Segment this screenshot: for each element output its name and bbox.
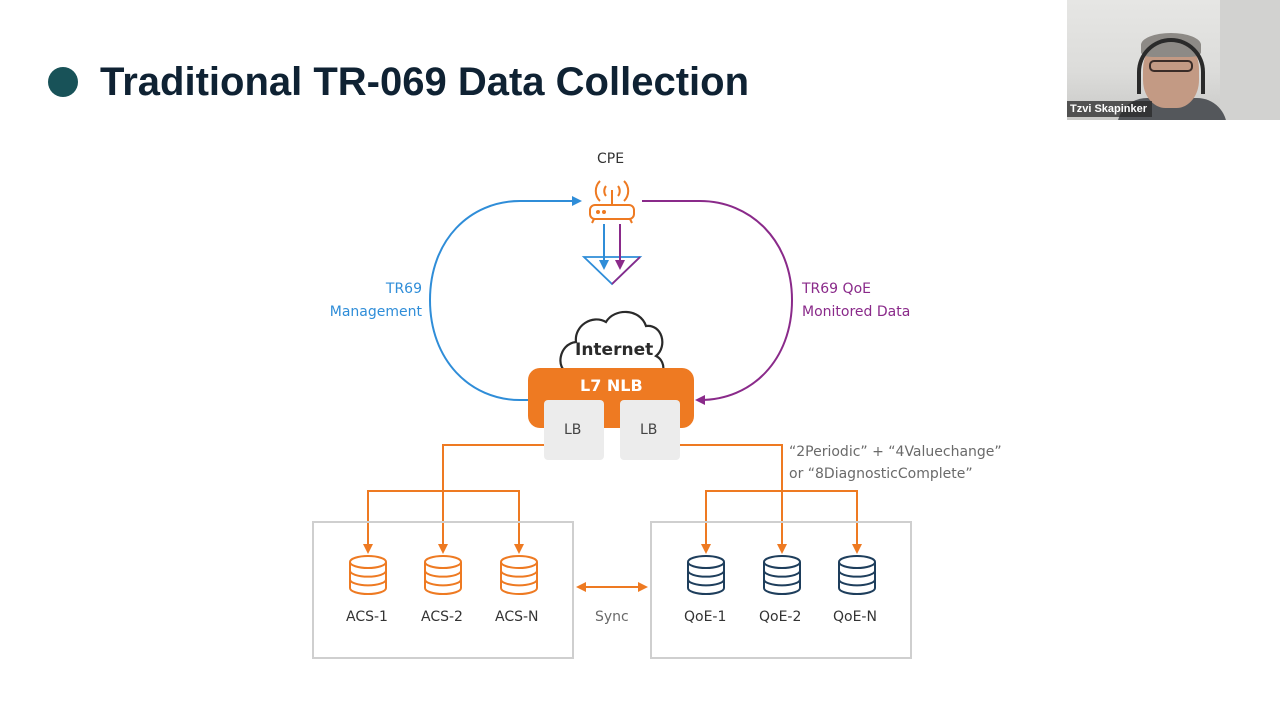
qoe-label-line2: Monitored Data bbox=[802, 304, 911, 320]
cloud-icon bbox=[559, 310, 665, 384]
qoe-node-label: QoE-2 bbox=[759, 609, 802, 625]
qoe-database-icon bbox=[687, 555, 725, 595]
event-note-line2: or “8DiagnosticComplete” bbox=[789, 466, 973, 482]
acs-group-box bbox=[312, 521, 574, 659]
management-label-line2: Management bbox=[329, 304, 422, 320]
qoe-node-label: QoE-N bbox=[833, 609, 877, 625]
acs-database-icon bbox=[500, 555, 538, 595]
participant-name: Tzvi Skapinker bbox=[1067, 101, 1153, 117]
qoe-database-icon bbox=[763, 555, 801, 595]
qoe-group-box bbox=[650, 521, 912, 659]
qoe-label-line1: TR69 QoE bbox=[802, 281, 871, 297]
acs-node-label: ACS-2 bbox=[421, 609, 463, 625]
nlb-label: L7 NLB bbox=[580, 376, 643, 395]
cpe-label: CPE bbox=[597, 151, 625, 167]
lb-right-label: LB bbox=[640, 422, 658, 438]
management-flow-arrow bbox=[428, 196, 582, 401]
internet-label: Internet bbox=[575, 340, 654, 360]
headset-icon bbox=[1137, 38, 1205, 94]
funnel-icon bbox=[581, 256, 643, 286]
qoe-node-label: QoE-1 bbox=[684, 609, 727, 625]
participant-video[interactable]: Tzvi Skapinker bbox=[1067, 0, 1280, 120]
sync-label: Sync bbox=[595, 609, 629, 625]
lb-right-box bbox=[620, 400, 680, 460]
acs-node-label: ACS-1 bbox=[346, 609, 388, 625]
qoe-flow-arrow bbox=[642, 200, 794, 405]
video-background bbox=[1220, 0, 1280, 120]
acs-database-icon bbox=[424, 555, 462, 595]
title-bullet bbox=[48, 67, 78, 97]
router-icon bbox=[589, 180, 635, 224]
qoe-database-icon bbox=[838, 555, 876, 595]
lb-left-label: LB bbox=[564, 422, 582, 438]
management-label-line1: TR69 bbox=[385, 281, 422, 297]
glasses-icon bbox=[1149, 60, 1193, 72]
lb-left-box bbox=[544, 400, 604, 460]
event-note-line1: “2Periodic” + “4Valuechange” bbox=[789, 444, 1002, 460]
acs-database-icon bbox=[349, 555, 387, 595]
acs-node-label: ACS-N bbox=[495, 609, 539, 625]
slide-title: Traditional TR-069 Data Collection bbox=[100, 60, 750, 104]
